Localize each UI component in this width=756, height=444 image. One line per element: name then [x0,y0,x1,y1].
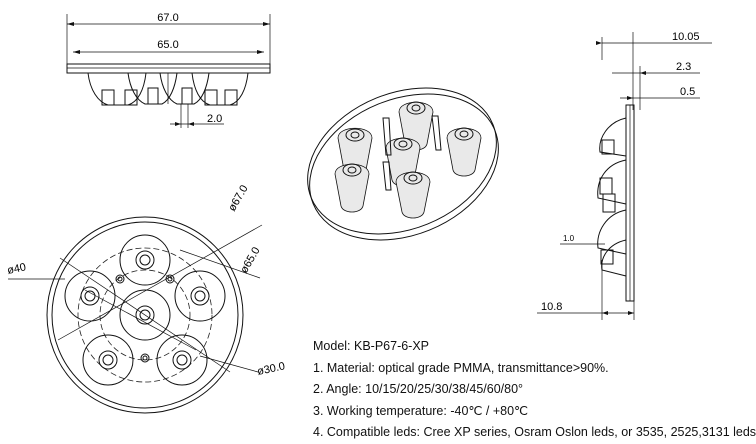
dia-30: ø30.0 [256,360,286,378]
side-view: 10.05 2.3 0.5 1.0 10.8 [537,31,712,320]
spec-angle: 2. Angle: 10/15/20/25/30/38/45/60/80° [313,382,524,396]
dim-0-5: 0.5 [680,86,695,98]
dim-10-8: 10.8 [541,301,562,313]
spec-leds: 4. Compatible leds: Cree XP series, Osra… [313,425,756,439]
dim-67: 67.0 [157,12,178,24]
dia-67: ø67.0 [226,183,250,213]
dim-2-3: 2.3 [676,61,691,73]
spec-material: 1. Material: optical grade PMMA, transmi… [313,360,609,375]
dim-65: 65.0 [157,39,178,51]
dim-10-05: 10.05 [672,31,700,43]
front-view: 67.0 65.0 2.0 [66,12,271,128]
dia-65: ø65.0 [238,245,262,275]
model-label: Model: KB-P67-6-XP [313,339,430,353]
dim-2: 2.0 [207,113,222,125]
dim-1: 1.0 [563,234,575,243]
top-view: ø67.0 ø65.0 ø40 ø30.0 [6,183,286,414]
spec-list: Model: KB-P67-6-XP 1. Material: optical … [313,336,756,444]
isometric-view [307,87,499,241]
dia-40: ø40 [6,261,27,277]
spec-temperature: 3. Working temperature: -40℃ / +80℃ [313,403,529,418]
